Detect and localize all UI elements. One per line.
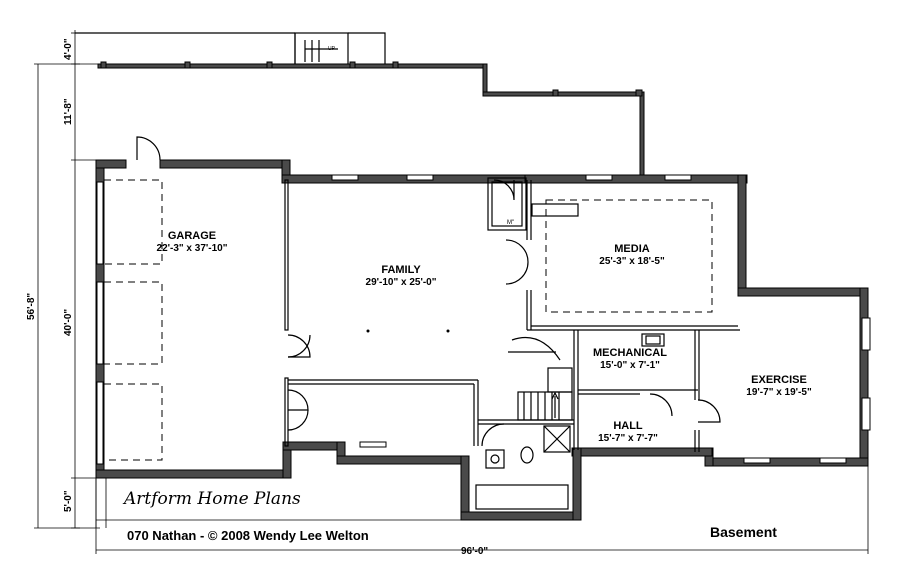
mechanical-size: 15'-0" x 7'-1" xyxy=(600,360,660,371)
mechanical-name: MECHANICAL xyxy=(593,347,667,359)
dim-overall-width: 96'-0" xyxy=(461,546,488,557)
garage-name: GARAGE xyxy=(168,230,216,242)
windows xyxy=(96,174,871,465)
level-label: Basement xyxy=(710,524,777,540)
plan-caption: 070 Nathan - © 2008 Wendy Lee Welton xyxy=(127,528,369,543)
car-bays xyxy=(103,179,163,461)
hall-size: 15'-7" x 7'-7" xyxy=(598,433,658,444)
stairs xyxy=(508,336,573,421)
column-dot xyxy=(366,329,370,333)
family-size: 29'-10" x 25'-0" xyxy=(366,277,437,288)
dim-main: 40'-0" xyxy=(63,309,74,336)
dim-deck: 11'-8" xyxy=(63,98,74,125)
dimension-lines xyxy=(34,30,869,554)
stair-up-label: UP xyxy=(328,46,336,52)
media-name: MEDIA xyxy=(614,243,650,255)
media-size: 25'-3" x 18'-5" xyxy=(599,256,665,267)
deck-outline xyxy=(75,32,645,177)
closet-label: M" xyxy=(507,220,514,226)
media-area xyxy=(545,199,713,313)
garage-size: 22'-3" x 37'-10" xyxy=(157,243,228,254)
exercise-size: 19'-7" x 19'-5" xyxy=(746,387,812,398)
dim-overall-depth: 56'-8" xyxy=(26,293,37,320)
exterior-walls xyxy=(95,159,869,521)
dim-deck-top: 4'-0" xyxy=(63,38,74,60)
brand-logo: Artform Home Plans xyxy=(122,489,301,509)
mechanical-equipment xyxy=(641,333,665,347)
family-name: FAMILY xyxy=(381,264,421,276)
column-dot xyxy=(446,329,450,333)
dim-bottom: 5'-0" xyxy=(63,490,74,512)
hall-name: HALL xyxy=(613,420,643,432)
exercise-name: EXERCISE xyxy=(751,374,807,386)
doors xyxy=(136,136,721,447)
